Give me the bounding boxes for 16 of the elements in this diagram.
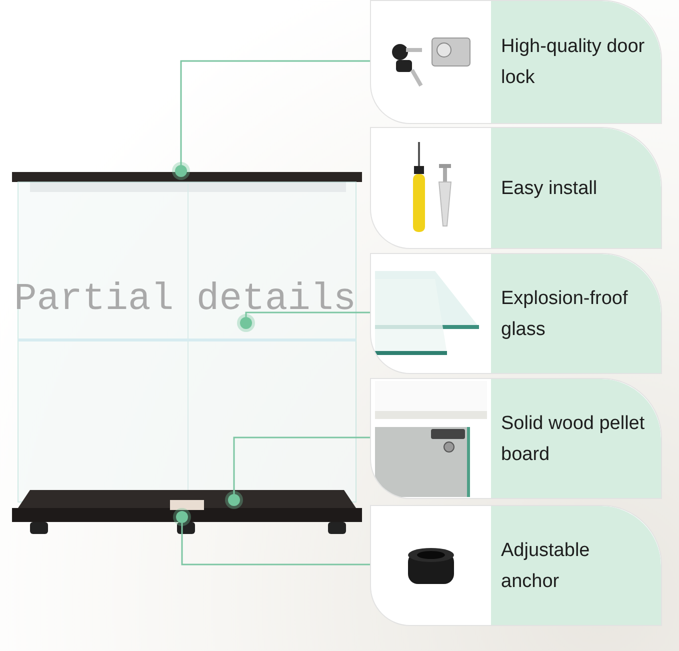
feature-card	[370, 378, 662, 499]
feature-card	[370, 253, 662, 374]
feature-card	[370, 127, 662, 249]
leader-line	[245, 312, 370, 317]
feature-text: High-quality door lock	[501, 35, 646, 90]
leader-line	[180, 60, 370, 165]
feature-text: Solid wood pellet board	[501, 412, 646, 466]
feature-card	[370, 505, 662, 626]
feature-text: Easy install	[501, 176, 598, 200]
leader-line	[181, 523, 370, 566]
feature-card	[370, 0, 662, 124]
feature-text: Adjustable anchor	[501, 538, 591, 594]
feature-text: Explosion-froof glass	[501, 286, 629, 342]
leader-line	[233, 436, 370, 494]
marker-dot	[175, 165, 187, 177]
background-caption: Partial details	[14, 278, 356, 321]
